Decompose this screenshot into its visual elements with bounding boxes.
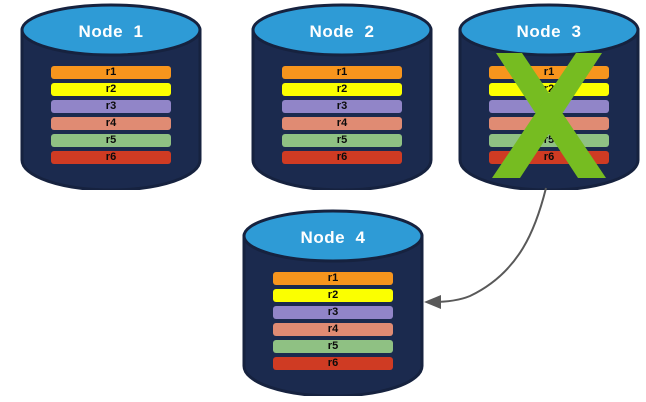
replica-row-list-4: r1 r2 r3 r4 r5 r6 <box>273 272 393 370</box>
replica-row[interactable]: r1 <box>489 66 609 79</box>
replica-row[interactable]: r3 <box>489 100 609 113</box>
replica-row-list-3: r1 r2 r3 r4 r5 r6 <box>489 66 609 164</box>
replica-row[interactable]: r3 <box>282 100 402 113</box>
replica-row[interactable]: r4 <box>273 323 393 336</box>
replica-row[interactable]: r4 <box>282 117 402 130</box>
replica-row[interactable]: r2 <box>273 289 393 302</box>
replica-row[interactable]: r4 <box>51 117 171 130</box>
replica-row[interactable]: r6 <box>273 357 393 370</box>
replica-row-list-2: r1 r2 r3 r4 r5 r6 <box>282 66 402 164</box>
replica-row[interactable]: r5 <box>273 340 393 353</box>
replica-row[interactable]: r3 <box>273 306 393 319</box>
node-cylinder-4[interactable]: Node 4 r1 r2 r3 r4 r5 r6 <box>240 208 426 396</box>
replica-row[interactable]: r3 <box>51 100 171 113</box>
replica-row-list-1: r1 r2 r3 r4 r5 r6 <box>51 66 171 164</box>
replica-row[interactable]: r2 <box>51 83 171 96</box>
node-cylinder-3[interactable]: Node 3 r1 r2 r3 r4 r5 r6 <box>456 2 642 190</box>
replica-row[interactable]: r4 <box>489 117 609 130</box>
replica-row[interactable]: r2 <box>489 83 609 96</box>
node-cylinder-1[interactable]: Node 1 r1 r2 r3 r4 r5 r6 <box>18 2 204 190</box>
replica-row[interactable]: r1 <box>51 66 171 79</box>
replica-row[interactable]: r2 <box>282 83 402 96</box>
node-cylinder-2[interactable]: Node 2 r1 r2 r3 r4 r5 r6 <box>249 2 435 190</box>
replica-row[interactable]: r6 <box>489 151 609 164</box>
replica-row[interactable]: r1 <box>282 66 402 79</box>
replica-row[interactable]: r6 <box>282 151 402 164</box>
replica-row[interactable]: r1 <box>273 272 393 285</box>
replica-row[interactable]: r5 <box>282 134 402 147</box>
replica-row[interactable]: r5 <box>51 134 171 147</box>
replica-row[interactable]: r6 <box>51 151 171 164</box>
replica-row[interactable]: r5 <box>489 134 609 147</box>
